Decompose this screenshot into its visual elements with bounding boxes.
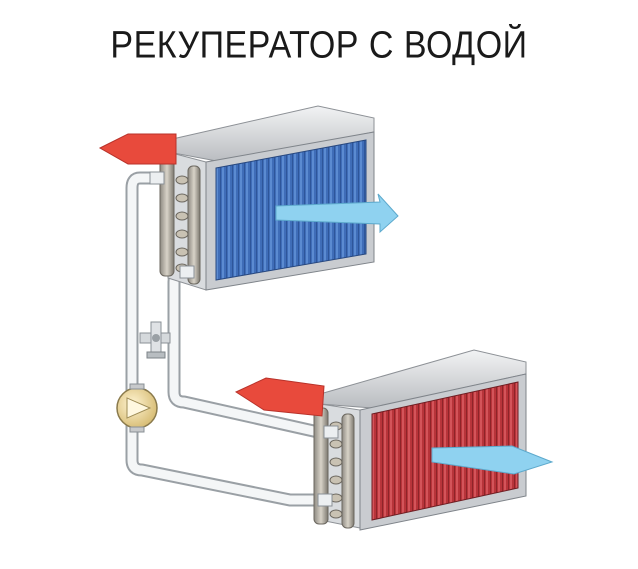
air-out-arrow-top <box>275 193 399 234</box>
diagram-title: РЕКУПЕРАТОР С ВОДОЙ <box>110 24 528 67</box>
air-in-arrow-bottom <box>234 377 325 417</box>
three-way-valve <box>139 321 171 359</box>
air-out-arrow-bottom <box>431 445 554 475</box>
bottom-heat-exchanger <box>313 349 527 531</box>
air-in-arrow-top <box>98 133 177 165</box>
circulation-pump <box>116 383 158 433</box>
top-heat-exchanger <box>149 105 375 291</box>
